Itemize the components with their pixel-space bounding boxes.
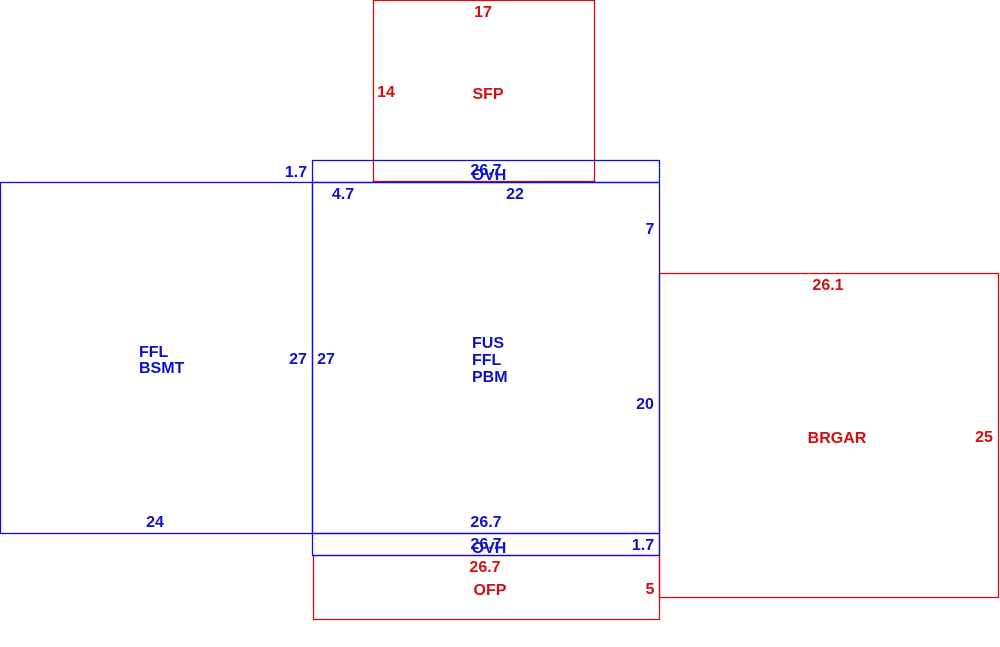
- bsmt-label-line-1: FFL: [139, 344, 169, 361]
- bsmt-area: FFL BSMT 27 24: [0, 181, 314, 535]
- main-label-line-3: PBM: [472, 369, 508, 386]
- ovh-top-label: OVH: [472, 167, 507, 184]
- main-label-line-2: FFL: [472, 352, 502, 369]
- main-label-line-1: FUS: [472, 335, 504, 352]
- ovh-bottom-area: OVH 26.7 1.7: [311, 532, 661, 557]
- ovh-bottom-dim-top: 26.7: [470, 536, 501, 553]
- ovh-bottom-outline: [311, 532, 661, 557]
- brgar-area: BRGAR 26.1 25: [658, 272, 1000, 599]
- ovh-bottom-label: OVH: [472, 540, 507, 557]
- sfp-area: SFP 17 14: [372, 0, 596, 183]
- brgar-dim-top: 26.1: [812, 277, 843, 294]
- main-dim-right-upper: 7: [646, 221, 655, 238]
- sfp-dim-left: 14: [377, 84, 395, 101]
- main-dim-left: 27: [317, 351, 335, 368]
- ovh-top-outline: [311, 159, 661, 184]
- main-dim-top-left: 4.7: [332, 186, 354, 203]
- brgar-dim-right: 25: [975, 429, 993, 446]
- ofp-dim-top: 26.7: [469, 559, 500, 576]
- ofp-area: OFP 26.7 5: [312, 554, 661, 621]
- ovh-top-dim-left: 1.7: [285, 164, 307, 181]
- ovh-bottom-dim-right: 1.7: [632, 537, 654, 554]
- main-dim-bottom: 26.7: [470, 514, 501, 531]
- main-dim-top-right: 22: [506, 186, 524, 203]
- ofp-dim-right: 5: [646, 581, 655, 598]
- main-area: FUS FFL PBM 27 4.7 22 7 20 26.7: [311, 181, 661, 535]
- sfp-label: SFP: [472, 86, 503, 103]
- main-dim-right: 20: [636, 396, 654, 413]
- sfp-dim-top: 17: [474, 4, 492, 21]
- ovh-top-area: OVH 26.7 1.7: [285, 159, 661, 184]
- bsmt-dim-bottom: 24: [146, 514, 164, 531]
- bsmt-dim-right: 27: [289, 351, 307, 368]
- brgar-label: BRGAR: [808, 430, 867, 447]
- sfp-outline: [372, 0, 596, 183]
- bsmt-label-line-2: BSMT: [139, 360, 185, 377]
- ovh-top-dim-top: 26.7: [470, 162, 501, 179]
- ofp-label: OFP: [474, 582, 507, 599]
